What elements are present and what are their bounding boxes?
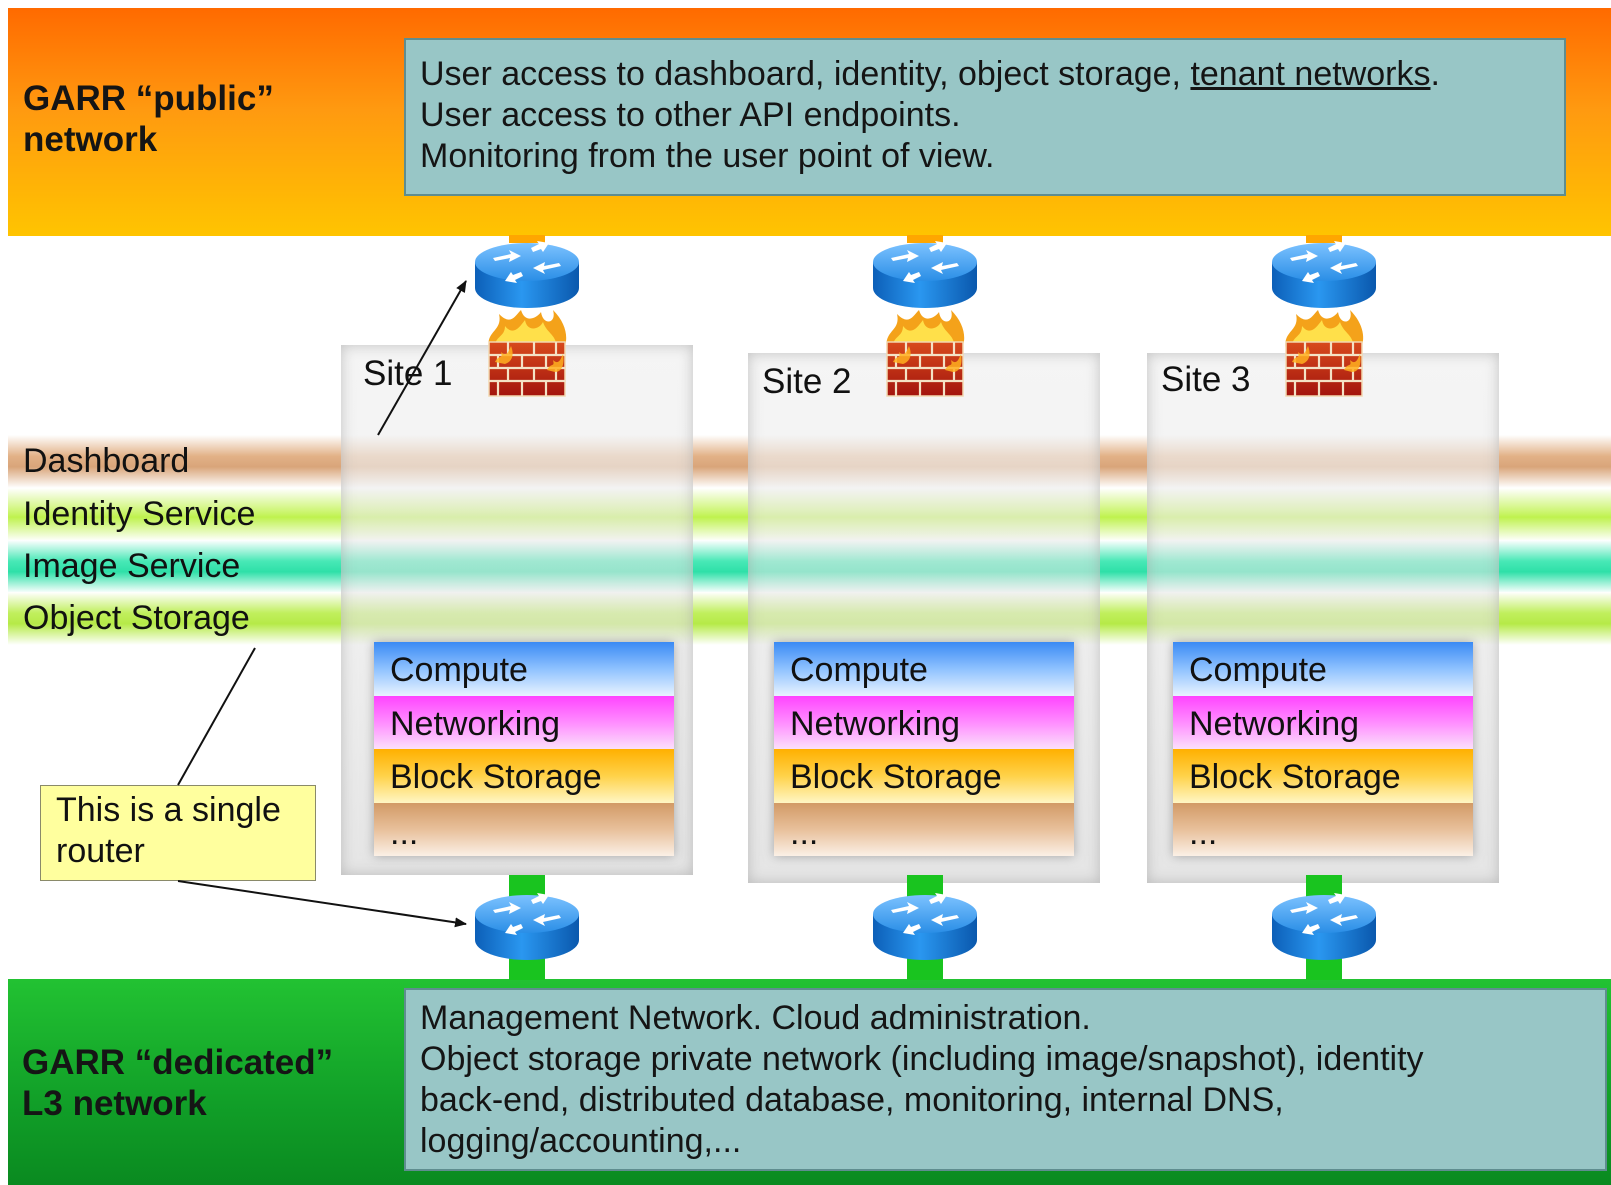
public-network-title: GARR “public” network (23, 78, 274, 160)
site-3-block-storage: Block Storage (1173, 749, 1473, 803)
single-router-note: This is a single router (40, 785, 316, 881)
site-1-more-services: ... (374, 802, 674, 856)
public-network-title-line1: GARR “public” (23, 79, 274, 118)
public-network-title-line2: network (23, 120, 158, 159)
site-3-firewall-icon (1278, 310, 1368, 400)
site-2-firewall-icon (879, 310, 969, 400)
dedicated-info-line2: Object storage private network (includin… (420, 1040, 1424, 1078)
site-3-compute: Compute (1173, 642, 1473, 696)
dedicated-network-info-box: Management Network. Cloud administration… (404, 988, 1607, 1171)
single-router-note-line2: router (56, 832, 145, 870)
single-router-note-line1: This is a single (56, 791, 281, 829)
dedicated-network-title-line1: GARR “dedicated” (22, 1043, 334, 1082)
public-info-line3: Monitoring from the user point of view. (420, 137, 995, 175)
public-network-info-box: User access to dashboard, identity, obje… (404, 38, 1566, 196)
arrow-to-bottom-router (177, 880, 467, 928)
note-connector-line (177, 647, 256, 786)
dedicated-info-line3: back-end, distributed database, monitori… (420, 1081, 1284, 1119)
tenant-networks-link[interactable]: tenant networks (1190, 55, 1431, 93)
site-3-label: Site 3 (1161, 360, 1251, 399)
identity-service-label: Identity Service (23, 495, 256, 533)
dedicated-network-title: GARR “dedicated” L3 network (22, 1042, 333, 1124)
site-2-bottom-router-icon (871, 892, 979, 962)
site-2-more-services: ... (774, 802, 1074, 856)
site-1-top-router-icon (473, 240, 581, 310)
public-info-line1: User access to dashboard, identity, obje… (420, 54, 1564, 95)
site-2-label: Site 2 (762, 362, 852, 401)
site-3-service-stack: Compute Networking Block Storage ... (1173, 642, 1473, 856)
site-3-top-connector (1306, 235, 1342, 243)
site-3-networking: Networking (1173, 695, 1473, 749)
site-1-firewall-icon (481, 310, 571, 400)
site-1-bottom-router-icon (473, 892, 581, 962)
site-2-top-router-icon (871, 240, 979, 310)
site-1-block-storage: Block Storage (374, 749, 674, 803)
site-2-networking: Networking (774, 695, 1074, 749)
site-2-block-storage: Block Storage (774, 749, 1074, 803)
site-2-service-stack: Compute Networking Block Storage ... (774, 642, 1074, 856)
site-1-label: Site 1 (363, 354, 453, 393)
site-2-top-connector (907, 235, 943, 243)
dedicated-info-line4: logging/accounting,... (420, 1122, 742, 1160)
site-3-top-router-icon (1270, 240, 1378, 310)
dedicated-network-title-line2: L3 network (22, 1084, 207, 1123)
public-info-line2: User access to other API endpoints. (420, 96, 961, 134)
site-2-compute: Compute (774, 642, 1074, 696)
site-1-networking: Networking (374, 695, 674, 749)
public-info-line1-suffix: . (1430, 55, 1440, 93)
public-info-line1-text: User access to dashboard, identity, obje… (420, 55, 1191, 93)
image-service-label: Image Service (23, 547, 241, 585)
site-1-top-connector (509, 235, 545, 243)
site-1-compute: Compute (374, 642, 674, 696)
object-storage-label: Object Storage (23, 599, 250, 637)
site-1-service-stack: Compute Networking Block Storage ... (374, 642, 674, 856)
site-3-more-services: ... (1173, 802, 1473, 856)
dedicated-info-line1: Management Network. Cloud administration… (420, 999, 1091, 1037)
site-3-bottom-router-icon (1270, 892, 1378, 962)
dashboard-label: Dashboard (23, 442, 190, 480)
